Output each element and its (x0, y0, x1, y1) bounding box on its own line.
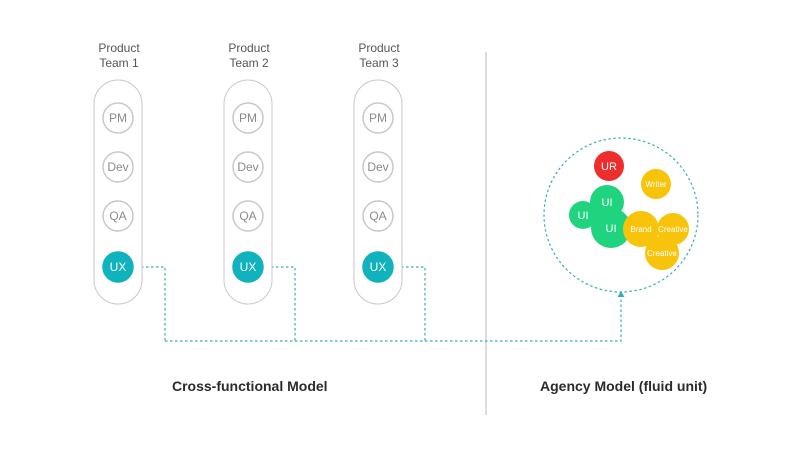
agency-bubble-brand: Brand (623, 211, 659, 247)
team-title-2-line2: Team 2 (229, 56, 269, 70)
role-pm-circle (102, 102, 134, 134)
bubble-creative-circle (645, 236, 679, 270)
role-qa-circle (362, 200, 394, 232)
team-title-1-line1: Product (98, 41, 140, 55)
bubble-ur-label: UR (601, 161, 617, 173)
bubble-creative-label: Creative (658, 225, 688, 234)
role-dev-label: Dev (367, 160, 388, 174)
connector-arrowhead (617, 291, 625, 297)
agency-bubble-creative: Creative (645, 236, 679, 270)
bubble-creative-label: Creative (647, 249, 677, 258)
role-pm-label: PM (369, 111, 387, 125)
role-ux-circle (102, 251, 134, 283)
role-ux-label: UX (240, 260, 257, 274)
bubble-ur-circle (594, 151, 624, 181)
bubble-ui-circle (591, 208, 631, 248)
bubble-ui-circle (569, 201, 597, 229)
connector-trunk (165, 297, 622, 342)
team-title-3-line2: Team 3 (359, 56, 399, 70)
role-dev-label: Dev (107, 160, 128, 174)
role-qa-label: QA (239, 209, 256, 223)
agency-caption: Agency Model (fluid unit) (540, 378, 708, 394)
role-dev-circle (362, 151, 394, 183)
team-title-3-line1: Product (358, 41, 400, 55)
team-pill (93, 79, 143, 305)
role-qa-label: QA (369, 209, 386, 223)
team-title-1: Product Team 1 (69, 41, 169, 71)
role-ux-label: UX (370, 260, 387, 274)
role-qa-circle (232, 200, 264, 232)
agency-bubble-ur: UR (594, 151, 624, 181)
role-dev-circle (232, 151, 264, 183)
bubble-writer-circle (641, 169, 671, 199)
team-pill (353, 79, 403, 305)
role-ux-circle (362, 251, 394, 283)
team-pill (223, 79, 273, 305)
bubble-brand-label: Brand (630, 225, 651, 234)
role-pm-label: PM (109, 111, 127, 125)
bubble-writer-label: Writer (645, 180, 667, 189)
role-qa-circle (102, 200, 134, 232)
role-dev-label: Dev (237, 160, 258, 174)
team-title-1-line2: Team 1 (99, 56, 139, 70)
bubble-brand-circle (623, 211, 659, 247)
team-title-2: Product Team 2 (199, 41, 299, 71)
role-dev-circle (102, 151, 134, 183)
role-pm-label: PM (239, 111, 257, 125)
agency-bubble-ui: UI (569, 201, 597, 229)
bubble-ui-label: UI (606, 223, 617, 235)
role-pm-circle (232, 102, 264, 134)
team-title-3: Product Team 3 (329, 41, 429, 71)
agency-bubble-writer: Writer (641, 169, 671, 199)
role-ux-circle (232, 251, 264, 283)
cross-functional-caption: Cross-functional Model (172, 378, 328, 394)
team-title-2-line1: Product (228, 41, 270, 55)
bubble-ui-label: UI (602, 197, 613, 209)
role-qa-label: QA (109, 209, 126, 223)
bubble-ui-label: UI (578, 210, 589, 222)
role-ux-label: UX (110, 260, 127, 274)
agency-bubble-ui: UI (591, 208, 631, 248)
role-pm-circle (362, 102, 394, 134)
